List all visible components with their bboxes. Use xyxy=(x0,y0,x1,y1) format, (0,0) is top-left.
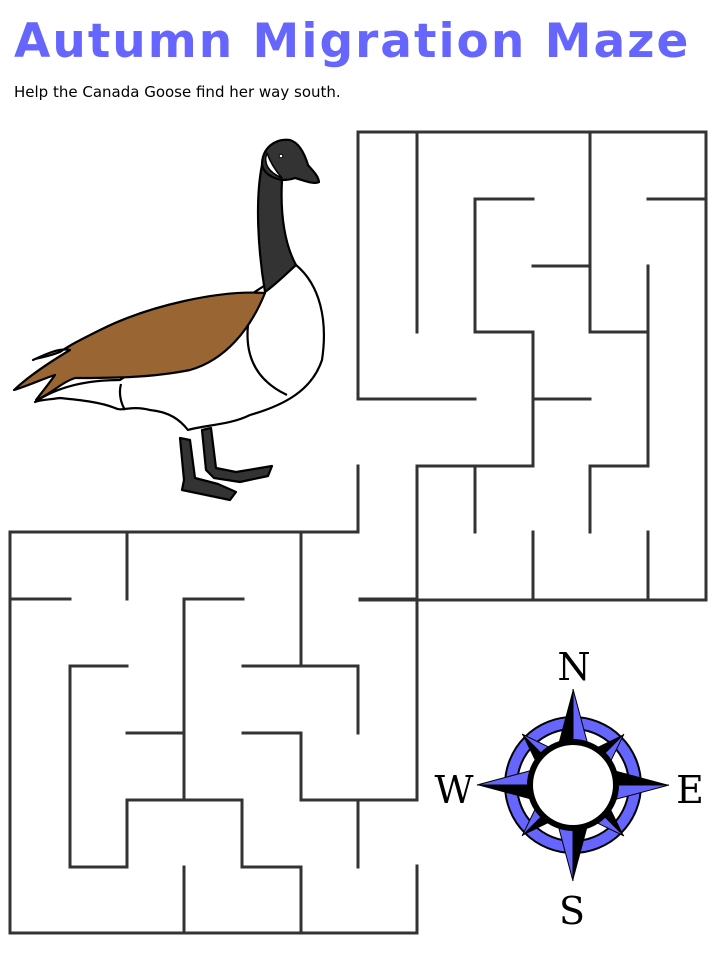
compass-center xyxy=(533,745,613,825)
compass-east-point xyxy=(612,770,670,801)
goose-leg-front xyxy=(200,426,274,484)
goose-chest-line xyxy=(246,324,288,396)
compass-south-point xyxy=(557,824,588,882)
canada-goose-illustration xyxy=(12,138,325,502)
goose-eye xyxy=(278,153,284,159)
page-title: Autumn Migration Maze xyxy=(14,14,691,69)
compass-east-label: E xyxy=(676,768,704,812)
compass-west-label: W xyxy=(434,768,473,812)
maze[interactable] xyxy=(8,130,708,935)
goose-flank-line xyxy=(118,383,126,411)
goose-cheek-patch xyxy=(264,152,283,179)
compass-north-label: N xyxy=(557,645,590,689)
instructions: Help the Canada Goose find her way south… xyxy=(14,83,341,101)
compass-north-point xyxy=(558,688,589,746)
goose-wing xyxy=(12,291,267,402)
compass-rose xyxy=(476,688,670,882)
goose-leg-back xyxy=(178,436,238,502)
compass-cardinal-points xyxy=(476,688,670,882)
compass-south-label: S xyxy=(559,889,585,933)
